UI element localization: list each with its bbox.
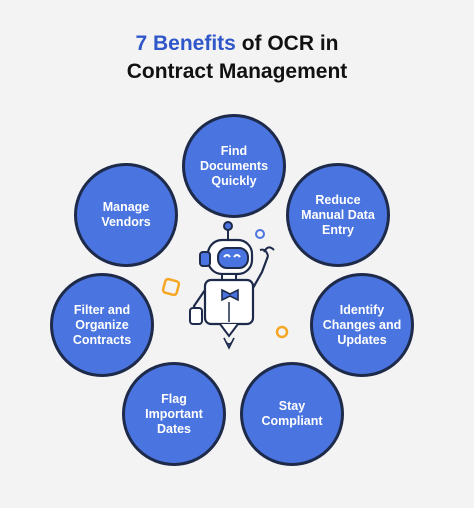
benefit-find-documents: Find Documents Quickly (182, 114, 286, 218)
benefit-label: Filter and Organize Contracts (72, 302, 132, 347)
benefit-label: Find Documents Quickly (199, 143, 269, 188)
benefit-label: Reduce Manual Data Entry (301, 192, 375, 237)
benefit-label: Identify Changes and Updates (322, 302, 402, 347)
decor-dot-blue (255, 229, 265, 239)
decor-square-orange (161, 277, 181, 297)
title-accent: 7 Benefits (135, 32, 236, 55)
benefit-label: Stay Compliant (261, 399, 323, 428)
title-line2: Contract Management (126, 60, 348, 83)
benefit-identify-changes: Identify Changes and Updates (310, 273, 414, 377)
title-rest: of OCR in (235, 32, 339, 55)
benefit-label: Flag Important Dates (145, 391, 203, 436)
decor-dot-gold (275, 325, 289, 339)
benefit-flag-dates: Flag Important Dates (122, 362, 226, 466)
benefit-stay-compliant: Stay Compliant (240, 362, 344, 466)
benefit-reduce-manual-entry: Reduce Manual Data Entry (286, 163, 390, 267)
page-title: 7 Benefits of OCR in Contract Management (0, 30, 474, 86)
robot-icon (161, 221, 289, 350)
benefit-label: Manage Vendors (101, 200, 151, 229)
benefit-filter-organize: Filter and Organize Contracts (50, 273, 154, 377)
benefit-manage-vendors: Manage Vendors (74, 163, 178, 267)
